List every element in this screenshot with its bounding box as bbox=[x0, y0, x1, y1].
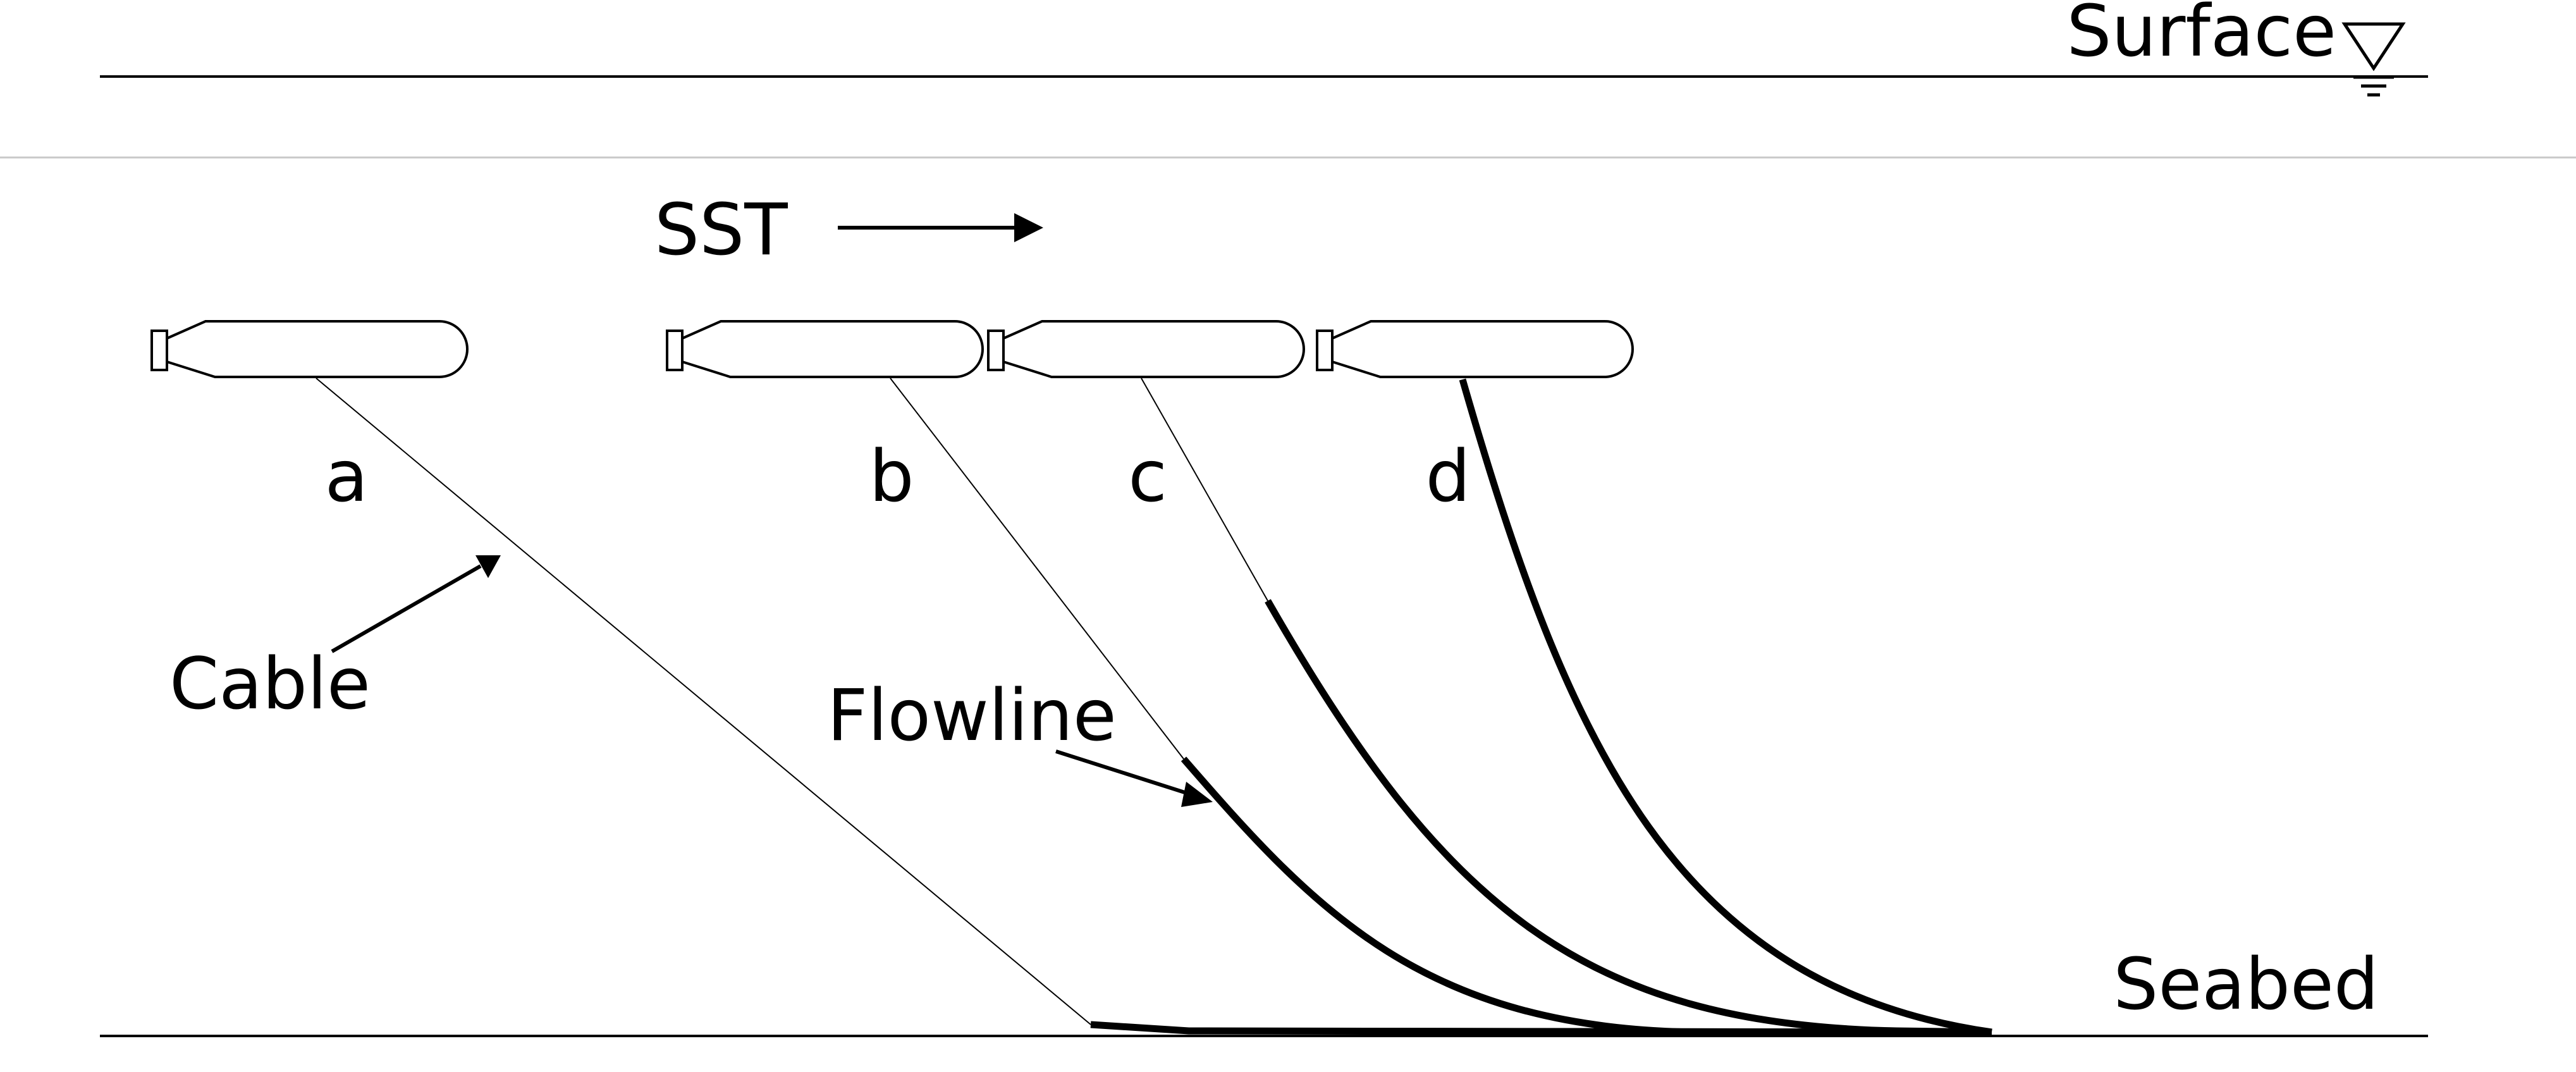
cable-a bbox=[316, 378, 1091, 1025]
position-label-b: b bbox=[869, 436, 914, 518]
flowline-d bbox=[1459, 378, 1992, 1036]
sst-vehicle-icon bbox=[987, 320, 1305, 378]
sst-vehicle-icon bbox=[1316, 320, 1634, 378]
right-arrow-icon bbox=[838, 213, 1043, 242]
sst-vehicle-icon bbox=[666, 320, 984, 378]
flowline-label: Flowline bbox=[827, 675, 1117, 757]
seabed-label: Seabed bbox=[2113, 944, 2379, 1026]
flowline-pointer-arrow bbox=[1055, 749, 1213, 807]
water-surface-icon bbox=[2341, 22, 2406, 97]
sst-vehicle-icon bbox=[150, 320, 469, 378]
surface-label: Surface bbox=[2066, 0, 2336, 73]
cable-pointer-arrow bbox=[331, 555, 501, 653]
flowline-b bbox=[1181, 756, 1992, 1036]
flowline-c bbox=[1265, 599, 1992, 1036]
cable-label: Cable bbox=[169, 643, 371, 725]
position-label-c: c bbox=[1128, 436, 1167, 518]
position-label-d: d bbox=[1425, 436, 1470, 518]
cable-b bbox=[890, 378, 1184, 760]
flowline-a-on-seabed bbox=[1090, 1021, 1992, 1036]
cable-c bbox=[1141, 378, 1268, 601]
position-label-a: a bbox=[325, 436, 369, 518]
sst-label: SST bbox=[654, 189, 788, 271]
